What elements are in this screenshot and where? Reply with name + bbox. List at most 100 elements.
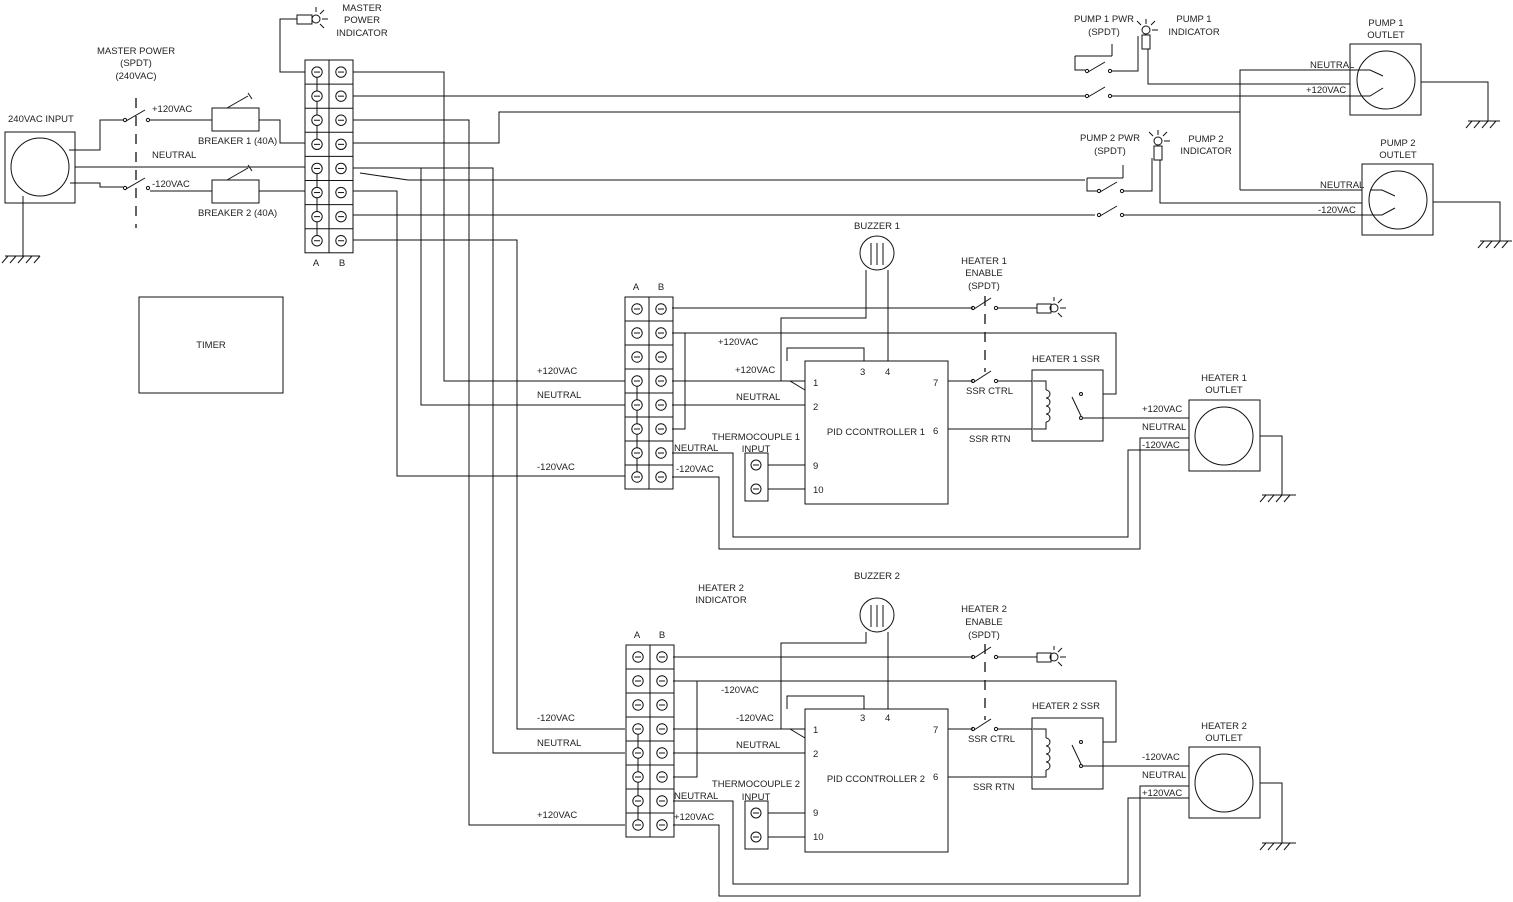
h2-pid-hot-label: -120VAC <box>736 713 774 724</box>
heater-1-indicator-lamp <box>1036 297 1066 318</box>
h1-tb-col-b: B <box>658 282 664 293</box>
terminal-screw <box>655 399 667 411</box>
h2-indicator-label-2: INDICATOR <box>695 595 747 606</box>
thermo-1-label-2: INPUT <box>742 444 771 455</box>
heater-2-outlet <box>1188 746 1296 851</box>
buzzer-1-label: BUZZER 1 <box>854 221 900 232</box>
pump-2-switch <box>1086 165 1125 218</box>
h2-tb-top-label: -120VAC <box>721 685 759 696</box>
pump-2-switch-label-2: (SPDT) <box>1094 146 1126 157</box>
h1-ssr-rtn-label: SSR RTN <box>969 434 1011 445</box>
h2-outlet-plus-label: +120VAC <box>1142 788 1182 799</box>
h2-feed-neutral-label: NEUTRAL <box>537 738 581 749</box>
h2-enable-label-3: (SPDT) <box>968 630 1000 641</box>
pid-2-pin-4: 4 <box>885 713 890 724</box>
pump-1-neutral-label: NEUTRAL <box>1310 60 1354 71</box>
h1-outlet-hot-label: +120VAC <box>1142 404 1182 415</box>
pump-1-switch <box>1074 44 1113 99</box>
h2-enable-label-2: ENABLE <box>965 617 1003 628</box>
terminal-screw <box>656 651 668 663</box>
terminal-screw <box>632 651 644 663</box>
terminal-screw <box>655 447 667 459</box>
terminal-screw <box>656 819 668 831</box>
h2-feed-plus-label: +120VAC <box>537 810 577 821</box>
h2-outlet-neutral-label: NEUTRAL <box>1142 770 1186 781</box>
terminal-screw <box>655 327 667 339</box>
master-power-switch <box>122 98 151 228</box>
input-label: 240VAC INPUT <box>8 114 74 125</box>
pid-2-pin-6: 6 <box>933 772 938 783</box>
terminal-screw <box>656 747 668 759</box>
breaker-1 <box>211 92 260 132</box>
terminal-screw <box>335 235 347 247</box>
h1-outlet-label-2: OUTLET <box>1205 385 1243 396</box>
terminal-screw <box>655 351 667 363</box>
heater-1-enable-switch <box>970 296 1037 384</box>
pump-2-switch-label-1: PUMP 2 PWR <box>1080 133 1140 144</box>
h2-indicator-label-1: HEATER 2 <box>698 583 744 594</box>
pid-1-pin-2: 2 <box>813 402 818 413</box>
breaker-1-label: BREAKER 1 (40A) <box>198 136 277 147</box>
heater-1-outlet <box>1188 399 1296 503</box>
h1-feed-neutral-label: NEUTRAL <box>537 390 581 401</box>
pump-2-outlet-label-2: OUTLET <box>1379 150 1417 161</box>
terminal-screw <box>632 675 644 687</box>
master-power-indicator-lamp <box>296 7 328 29</box>
h1-out-minus-label: -120VAC <box>676 464 714 475</box>
pid-1-pin-10: 10 <box>813 485 824 496</box>
h2-out-neutral-label: NEUTRAL <box>674 791 718 802</box>
heater-1-terminal-block <box>624 296 674 490</box>
pump-2-hot-label: -120VAC <box>1318 205 1356 216</box>
pump-1-indicator-label-2: INDICATOR <box>1168 27 1220 38</box>
thermo-2-label-1: THERMOCOUPLE 2 <box>712 779 800 790</box>
h1-ssr-ctrl-label: SSR CTRL <box>966 386 1013 397</box>
thermocouple-1-input <box>744 452 805 502</box>
terminal-screw <box>655 375 667 387</box>
pid-1-pin-6: 6 <box>933 426 938 437</box>
pump-2-indicator-label-1: PUMP 2 <box>1188 134 1223 145</box>
pid-2-pin-7: 7 <box>933 725 938 736</box>
h1-enable-label-2: ENABLE <box>965 268 1003 279</box>
buzzer-2-label: BUZZER 2 <box>854 571 900 582</box>
thermo-1-label-1: THERMOCOUPLE 1 <box>712 432 800 443</box>
h1-enable-label-1: HEATER 1 <box>961 256 1007 267</box>
h2-ssr-ctrl-label: SSR CTRL <box>968 734 1015 745</box>
master-indicator-label-2: POWER <box>344 15 380 26</box>
h2-tb-col-b: B <box>659 630 665 641</box>
h1-outlet-minus-label: -120VAC <box>1142 440 1180 451</box>
pump-2-neutral-label: NEUTRAL <box>1320 180 1364 191</box>
terminal-screw <box>655 423 667 435</box>
input-ground-symbol <box>1 196 41 264</box>
master-plus-label: +120VAC <box>152 104 192 115</box>
terminal-screw <box>656 675 668 687</box>
master-minus-label: -120VAC <box>152 179 190 190</box>
terminal-screw <box>335 114 347 126</box>
master-switch-label-3: (240VAC) <box>115 71 156 82</box>
terminal-screw <box>631 351 643 363</box>
pid-controller-2 <box>804 708 949 853</box>
h2-enable-label-1: HEATER 2 <box>961 604 1007 615</box>
terminal-screw <box>335 90 347 102</box>
h1-tb-col-a: A <box>633 282 640 293</box>
terminal-screw <box>632 699 644 711</box>
master-switch-label-1: MASTER POWER <box>97 46 175 57</box>
h2-outlet-label-1: HEATER 2 <box>1201 721 1247 732</box>
pump-1-indicator-lamp <box>1136 19 1158 50</box>
pump-1-hot-label: +120VAC <box>1306 85 1346 96</box>
master-switch-label-2: (SPDT) <box>120 58 152 69</box>
master-indicator-label-3: INDICATOR <box>336 28 388 39</box>
h1-feed-hot-label: +120VAC <box>537 366 577 377</box>
terminal-screw <box>656 795 668 807</box>
pump-1-outlet <box>1300 43 1500 129</box>
terminal-screw <box>335 162 347 175</box>
h1-feed-minus-label: -120VAC <box>537 462 575 473</box>
pid-2-pin-2: 2 <box>813 749 818 760</box>
heater-2-ssr <box>1031 717 1104 790</box>
pid-2-pin-3: 3 <box>860 713 865 724</box>
pump-1-outlet-label-1: PUMP 1 <box>1368 18 1403 29</box>
pump-2-outlet <box>1312 163 1512 249</box>
terminal-screw <box>335 66 347 78</box>
pump-1-indicator-label-1: PUMP 1 <box>1176 14 1211 25</box>
